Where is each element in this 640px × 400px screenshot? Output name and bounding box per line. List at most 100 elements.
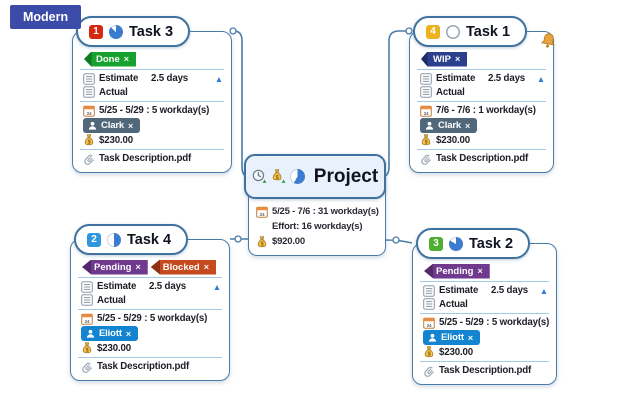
estimate-row: Estimate 2.5 days ▲ <box>413 284 556 298</box>
status-tag[interactable]: Pending × <box>82 259 148 275</box>
status-tag[interactable]: WIP × <box>421 51 468 67</box>
task-dates: 5/25 - 5/29 : 5 workday(s) <box>439 317 550 329</box>
person-icon <box>428 333 437 342</box>
tag-remove-icon[interactable]: × <box>123 54 130 64</box>
actual-label: Actual <box>436 86 465 98</box>
reminder-bell-icon <box>540 32 557 50</box>
tag-remove-icon[interactable]: × <box>454 54 461 64</box>
list-icon <box>81 280 93 293</box>
progress-pie-icon <box>109 24 123 39</box>
task-topic[interactable]: 2 Task 4 <box>74 224 189 255</box>
dates-row: 5/25 - 5/29 : 5 workday(s) <box>413 316 556 330</box>
estimate-value: 2.5 days <box>488 73 526 85</box>
theme-badge[interactable]: Modern <box>10 5 82 29</box>
divider <box>417 69 546 70</box>
tag-label: Done <box>96 53 120 65</box>
assignee-remove-icon[interactable]: × <box>128 120 134 131</box>
actual-label: Actual <box>99 86 128 98</box>
attachment-name[interactable]: Task Description.pdf <box>439 365 532 377</box>
collapse-arrow-icon[interactable]: ▲ <box>214 73 223 84</box>
connector-junction <box>405 27 413 35</box>
estimate-row: Estimate 2.5 days ▲ <box>410 72 553 86</box>
paperclip-icon <box>421 154 431 165</box>
project-cost: $920.00 <box>272 236 305 247</box>
task-card[interactable]: WIP × Estimate 2.5 days ▲ Actual 7/6 - 7… <box>409 31 554 173</box>
cost-row: $230.00 <box>410 134 553 148</box>
assignee-badge[interactable]: Eliott × <box>423 330 480 345</box>
collapse-arrow-icon[interactable]: ▲ <box>536 73 545 84</box>
project-effort-row: Effort: 16 workday(s) <box>256 219 385 234</box>
project-cost-row: $920.00 <box>256 234 385 249</box>
list-icon <box>423 284 435 297</box>
task-topic[interactable]: 3 Task 2 <box>416 228 531 259</box>
assignee-remove-icon[interactable]: × <box>467 332 473 343</box>
cost-row: $230.00 <box>413 346 556 360</box>
actual-row: Actual <box>71 294 229 308</box>
list-icon <box>83 86 95 99</box>
progress-pie-icon <box>289 169 305 184</box>
task-dates: 7/6 - 7/6 : 1 workday(s) <box>436 105 536 117</box>
assignee-remove-icon[interactable]: × <box>465 120 471 131</box>
tag-row: WIP × <box>410 51 553 67</box>
tag-label: Blocked <box>162 261 200 273</box>
attachment-name[interactable]: Task Description.pdf <box>436 153 529 165</box>
priority-badge: 2 <box>87 232 101 247</box>
divider <box>80 149 224 150</box>
attachment-name[interactable]: Task Description.pdf <box>99 153 192 165</box>
task-topic[interactable]: 1 Task 3 <box>76 16 191 47</box>
task-topic[interactable]: 4 Task 1 <box>413 16 528 47</box>
divider <box>417 101 546 102</box>
priority-badge: 4 <box>426 24 440 39</box>
priority-badge: 1 <box>89 24 103 39</box>
assignee-name: Eliott <box>99 328 122 339</box>
task-cost: $230.00 <box>436 134 470 146</box>
status-tag[interactable]: Pending × <box>424 263 490 279</box>
assignee-badge[interactable]: Clark × <box>83 118 141 133</box>
list-icon <box>420 86 432 99</box>
actual-row: Actual <box>73 86 231 100</box>
actual-label: Actual <box>439 298 468 310</box>
assignee-badge[interactable]: Eliott × <box>81 326 138 341</box>
tag-remove-icon[interactable]: × <box>135 262 141 272</box>
task-name: Task 3 <box>129 23 174 40</box>
tag-row: Pending × <box>413 263 556 279</box>
collapse-arrow-icon[interactable]: ▲ <box>212 281 221 292</box>
cost-rollup-icon <box>271 169 286 184</box>
project-dates: 5/25 - 7/6 : 31 workday(s) <box>272 206 379 217</box>
paperclip-icon <box>84 154 94 165</box>
task-dates: 5/25 - 5/29 : 5 workday(s) <box>97 313 208 325</box>
paperclip-icon <box>424 366 434 377</box>
attachment-name[interactable]: Task Description.pdf <box>97 361 190 373</box>
estimate-label: Estimate <box>99 73 139 85</box>
connector-junction <box>229 27 237 35</box>
collapse-arrow-icon[interactable]: ▲ <box>539 285 548 296</box>
assignee-row: Eliott × <box>413 330 556 346</box>
assignee-badge[interactable]: Clark × <box>420 118 478 133</box>
priority-badge: 3 <box>429 236 443 251</box>
project-topic[interactable]: Project <box>244 154 386 199</box>
dates-row: 7/6 - 7/6 : 1 workday(s) <box>410 104 553 118</box>
calendar-icon <box>423 317 435 329</box>
divider <box>78 309 222 310</box>
money-bag-icon <box>421 134 431 147</box>
tag-remove-icon[interactable]: × <box>203 262 209 272</box>
progress-pie-icon <box>449 236 463 251</box>
task-cost: $230.00 <box>97 342 131 354</box>
progress-pie-icon <box>446 24 460 39</box>
assignee-row: Clark × <box>73 118 231 134</box>
project-dates-row: 5/25 - 7/6 : 31 workday(s) <box>256 204 385 219</box>
status-tag[interactable]: Done × <box>84 51 137 67</box>
cost-row: $230.00 <box>73 134 231 148</box>
assignee-name: Eliott <box>441 332 464 343</box>
task-card[interactable]: Pending × Blocked × Estimate 2.5 days ▲ … <box>70 239 230 381</box>
status-tag[interactable]: Blocked × <box>150 259 216 275</box>
task-card[interactable]: Pending × Estimate 2.5 days ▲ Actual 5/2… <box>412 243 557 385</box>
divider <box>80 101 224 102</box>
assignee-name: Clark <box>101 120 125 131</box>
paperclip-icon <box>82 362 92 373</box>
task-card[interactable]: Done × Estimate 2.5 days ▲ Actual 5/25 -… <box>72 31 232 173</box>
tag-remove-icon[interactable]: × <box>477 266 483 276</box>
assignee-remove-icon[interactable]: × <box>125 328 131 339</box>
money-bag-icon <box>84 134 94 147</box>
